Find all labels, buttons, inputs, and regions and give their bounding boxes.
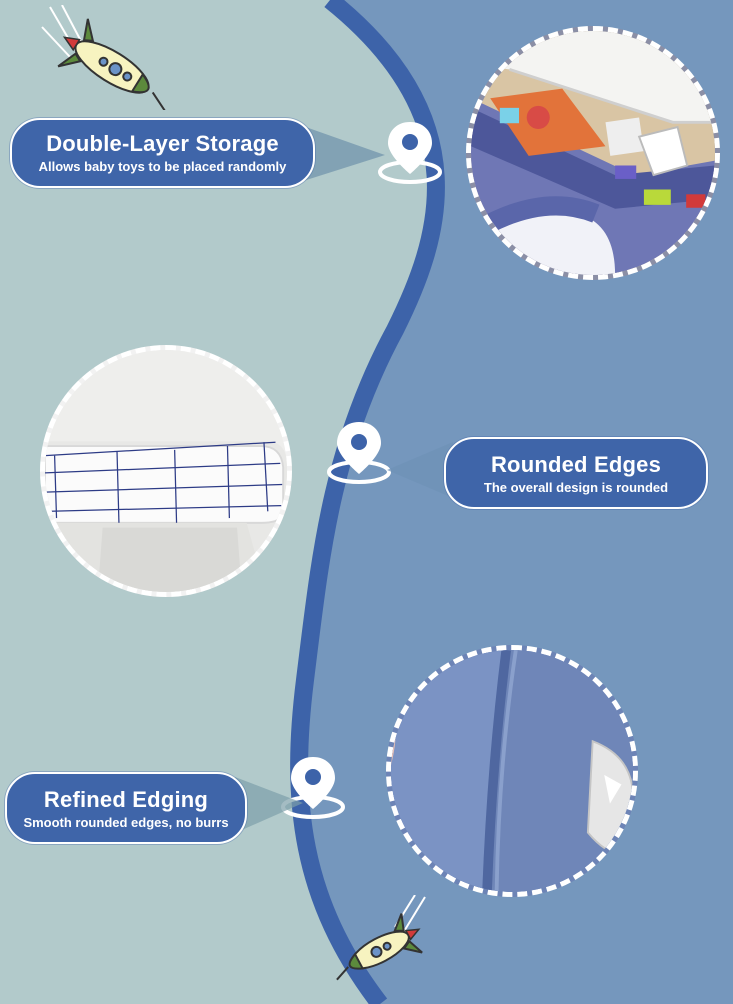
feature-title: Refined Edging <box>43 787 209 812</box>
storage-photo-art <box>471 31 715 275</box>
rounded-corner-photo <box>40 345 292 597</box>
label-pointer <box>387 442 453 498</box>
feature-title: Double-Layer Storage <box>46 131 279 156</box>
feature-label-storage: Double-Layer Storage Allows baby toys to… <box>10 118 315 188</box>
rocket-icon <box>41 5 167 110</box>
rounded-corner-photo-art <box>45 350 287 592</box>
location-pin-icon <box>327 422 391 484</box>
storage-tray-photo <box>466 26 720 280</box>
feature-label-rounded-edges: Rounded Edges The overall design is roun… <box>444 437 708 509</box>
label-pointer <box>300 125 385 182</box>
rocket-icon <box>336 895 426 981</box>
label-pointer <box>235 777 303 833</box>
edge-closeup-photo-art <box>391 650 633 892</box>
edge-closeup-photo <box>386 645 638 897</box>
feature-subtitle: Smooth rounded edges, no burrs <box>23 815 229 830</box>
feature-label-refined-edging: Refined Edging Smooth rounded edges, no … <box>5 772 247 844</box>
feature-subtitle: The overall design is rounded <box>483 480 669 495</box>
feature-title: Rounded Edges <box>490 452 662 477</box>
feature-subtitle: Allows baby toys to be placed randomly <box>38 159 287 174</box>
location-pin-icon <box>378 122 442 184</box>
